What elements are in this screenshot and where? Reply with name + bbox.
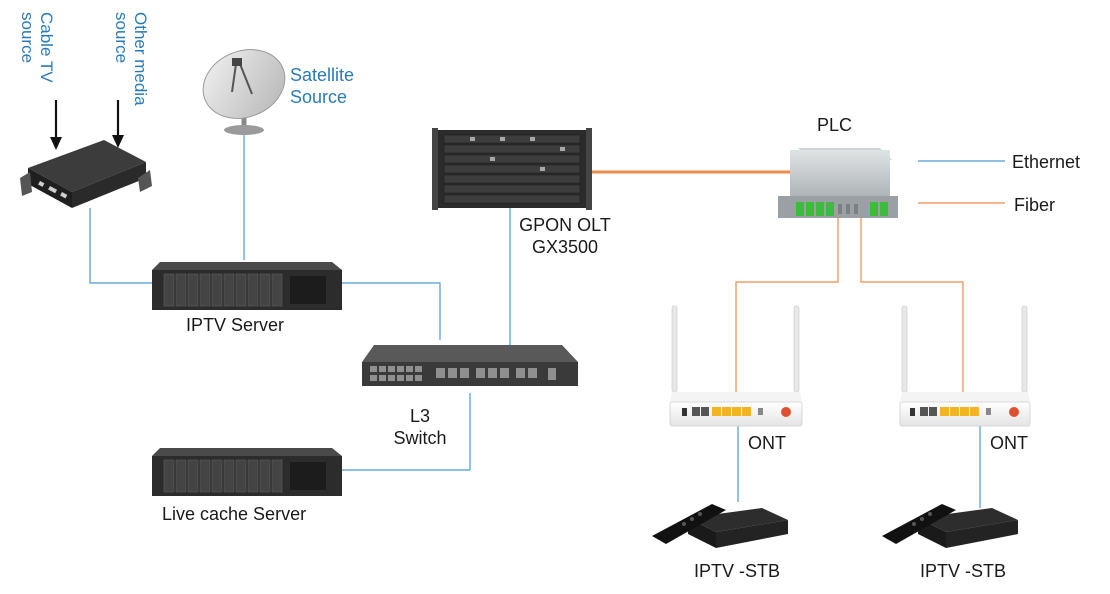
iptv-server-label: IPTV Server — [186, 315, 285, 335]
live-cache-server-to-switch-link — [340, 393, 471, 471]
ont-2-label: ONT — [990, 433, 1028, 453]
cable-tv-source-label: Cable TV source — [18, 12, 56, 83]
other-media-source-label: Other media source — [112, 12, 150, 106]
iptv-server-device — [152, 262, 342, 310]
gpon-olt-model-label: GX3500 — [531, 237, 599, 257]
satellite-source-label: Satellite Source — [290, 65, 355, 107]
source-arrows — [50, 100, 124, 150]
ont-1-device — [669, 305, 803, 427]
stb-1-label: IPTV -STB — [694, 561, 781, 581]
l3-switch-label: L3 Switch — [393, 406, 447, 448]
encoder-to-iptv-server-link — [89, 208, 152, 284]
plc-to-ont1-link — [735, 218, 839, 392]
ont-2-device — [899, 305, 1031, 427]
satellite-dish-icon — [202, 49, 286, 135]
plc-splitter-device — [778, 148, 898, 218]
plc-to-ont2-link — [860, 218, 964, 392]
stb-2-device — [882, 504, 1018, 548]
legend-ethernet-label: Ethernet — [1012, 152, 1081, 172]
live-cache-server-label: Live cache Server — [162, 504, 307, 524]
gpon-olt-label: GPON OLT — [519, 215, 611, 235]
gpon-olt-device — [432, 128, 592, 210]
ethernet-links — [89, 125, 1005, 508]
live-cache-server-device — [152, 448, 342, 496]
l3-switch-device — [362, 345, 578, 386]
stb-1-device — [652, 504, 788, 548]
legend-fiber-label: Fiber — [1014, 195, 1056, 215]
fiber-links — [588, 170, 1005, 392]
iptv-server-to-switch-link — [340, 282, 441, 340]
hdmi-encoder-device — [20, 140, 152, 208]
stb-2-label: IPTV -STB — [920, 561, 1007, 581]
plc-label: PLC — [817, 115, 853, 135]
ont-1-label: ONT — [748, 433, 786, 453]
